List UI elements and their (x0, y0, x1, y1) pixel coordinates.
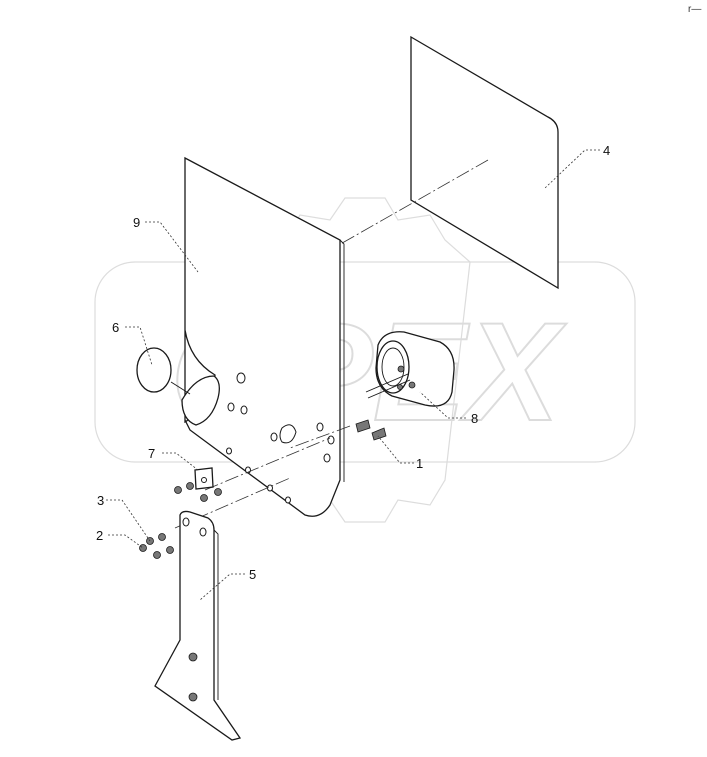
bracket-axis-line (174, 477, 291, 529)
part-5-support-bracket (154, 510, 242, 741)
callout-2: 2 (96, 528, 103, 543)
callout-6: 6 (112, 320, 119, 335)
callout-9: 9 (133, 215, 140, 230)
part-8-motor-unit (365, 331, 455, 407)
callout-8: 8 (471, 411, 478, 426)
callout-4: 4 (603, 143, 610, 158)
part-2-washers (139, 544, 174, 559)
bolt-axis-line (289, 425, 351, 449)
assembly-centerline (329, 159, 489, 251)
callout-7: 7 (148, 446, 155, 461)
callout-1: 1 (416, 456, 423, 471)
part-4-rear-plate (410, 35, 559, 290)
nut-axis-line (204, 437, 331, 491)
part-6-round-cover (136, 347, 220, 426)
part-3-nuts (146, 482, 222, 545)
part-7-clip (194, 467, 214, 490)
corner-mark: r— (688, 4, 701, 15)
part-1-bolts (355, 419, 387, 441)
callout-3: 3 (97, 493, 104, 508)
callout-5: 5 (249, 567, 256, 582)
leader-lines (106, 149, 600, 601)
